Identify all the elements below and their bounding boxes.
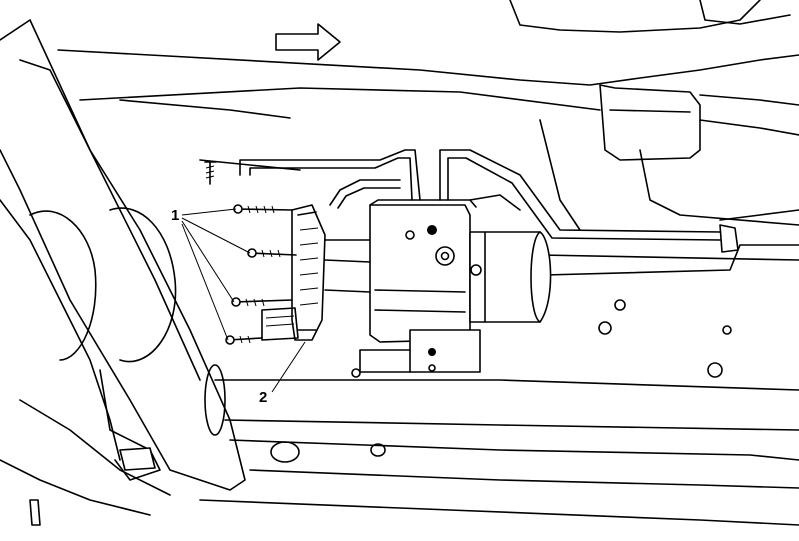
electronic-brake-control-module bbox=[261, 204, 371, 341]
abs-pump-motor bbox=[469, 231, 552, 323]
callout-1-label: 1 bbox=[171, 207, 179, 224]
arrow-right-icon bbox=[275, 23, 341, 61]
callout-leaders bbox=[181, 208, 306, 393]
abs-hydraulic-modulator bbox=[369, 199, 477, 343]
mounting-bolts bbox=[225, 204, 297, 345]
right-frame-crossmember bbox=[539, 209, 799, 378]
loose-screw bbox=[204, 161, 217, 185]
left-control-arm bbox=[0, 19, 246, 526]
upper-body-panel bbox=[57, 0, 799, 231]
abs-mounting-bracket bbox=[351, 329, 481, 378]
brake-lines bbox=[239, 149, 721, 241]
lower-frame-rail bbox=[199, 364, 799, 526]
callout-2-label: 2 bbox=[259, 389, 267, 406]
